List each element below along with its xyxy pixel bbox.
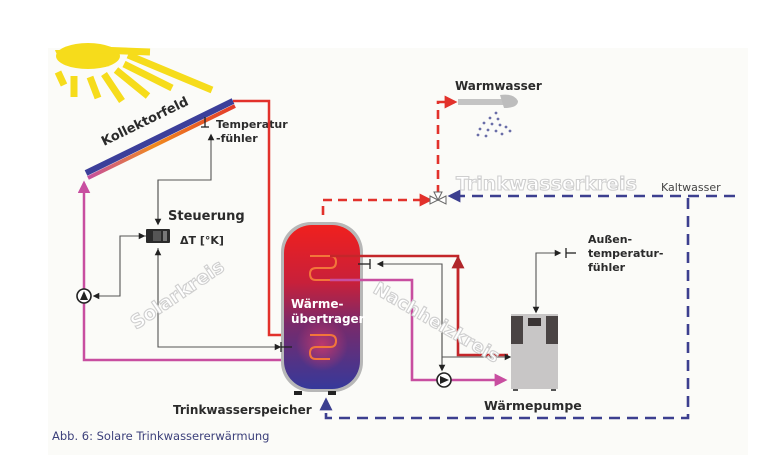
collector-panel (84, 98, 236, 180)
reheat-supply-pipe (330, 254, 508, 357)
heat-pump-unit-icon (511, 314, 558, 391)
solar-pump-icon (76, 288, 92, 304)
diagram-panel (48, 48, 748, 455)
drinking-water-circuit-label: Trinkwasserkreis (456, 173, 637, 195)
outdoor-sensor-icon (565, 248, 576, 258)
water-drops-icon (476, 111, 512, 138)
cold-water-down-pipe (319, 198, 690, 420)
heat-exchanger-label-2: übertrager (291, 312, 365, 326)
mixing-valve-icon (429, 191, 447, 205)
tank-sensor-upper-icon (358, 259, 371, 269)
cold-water-label: Kaltwasser (661, 181, 721, 194)
heat-pump-label: Wärmepumpe (484, 398, 582, 413)
heat-exchanger-label-1: Wärme- (291, 297, 343, 311)
sun-icon (54, 43, 214, 103)
solar-return-pipe (77, 180, 300, 362)
temp-sensor-label-2: -fühler (216, 132, 258, 145)
temp-sensor-label-1: Temperatur (216, 118, 288, 131)
reheat-return-pipe (330, 278, 508, 387)
warm-water-pipe (321, 193, 433, 215)
control-label: Steuerung (168, 209, 245, 224)
collector-temp-sensor-icon (201, 117, 209, 128)
storage-tank (281, 222, 363, 395)
tank-sensor-lower-icon (280, 342, 292, 352)
shower-head-icon (458, 94, 518, 108)
warm-water-riser (436, 95, 458, 194)
outdoor-sensor-label-2: temperatur- (588, 247, 663, 260)
control-unit-label: ΔT [°K] (180, 234, 224, 247)
controller-icon (146, 229, 170, 243)
outdoor-sensor-label-1: Außen- (588, 233, 632, 246)
warm-water-label: Warmwasser (455, 79, 542, 93)
reheat-pump-icon (436, 372, 452, 388)
lower-coil-icon (308, 334, 338, 360)
figure-caption: Abb. 6: Solare Trinkwassererwärmung (52, 429, 270, 443)
storage-tank-label: Trinkwasserspeicher (173, 403, 312, 417)
outdoor-sensor-label-3: fühler (588, 261, 626, 274)
upper-coil-icon (308, 255, 338, 281)
